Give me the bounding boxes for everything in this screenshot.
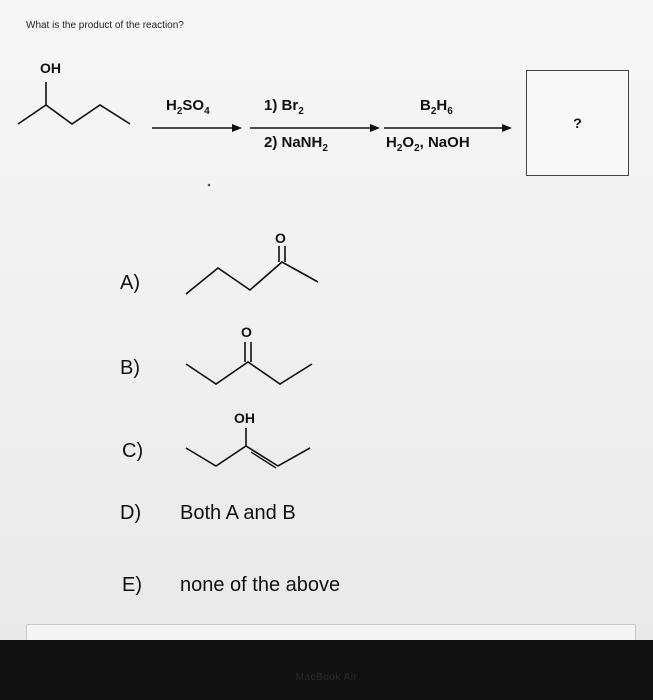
arrow-1-head	[232, 124, 242, 132]
choice-c-double-bond	[250, 451, 277, 469]
reagent-step1: H2SO4	[166, 97, 210, 117]
arrow-3-head	[502, 124, 512, 132]
choice-d-text[interactable]: Both A and B	[180, 502, 296, 524]
reagent-step2-line2: 2) NaNH2	[264, 134, 328, 154]
device-label: MacBook Air	[295, 672, 358, 683]
laptop-bezel	[0, 640, 653, 700]
reaction-scheme	[17, 104, 512, 469]
question-text: What is the product of the reaction?	[26, 20, 184, 31]
reagent-step2-line1: 1) Br2	[264, 97, 304, 117]
choice-a-letter[interactable]: A)	[120, 272, 140, 294]
choice-b-bonds	[185, 361, 313, 385]
start-oh-label: OH	[40, 60, 61, 76]
choice-c-letter[interactable]: C)	[122, 440, 144, 462]
choice-b-oxygen-label: O	[241, 324, 252, 340]
choice-a-oxygen-label: O	[275, 230, 286, 246]
arrow-2-head	[370, 124, 380, 132]
screen-speck	[207, 183, 211, 187]
choice-e-letter[interactable]: E)	[122, 574, 142, 596]
product-placeholder: ?	[573, 115, 582, 131]
quiz-screen: What is the product of the reaction? OH …	[0, 0, 653, 643]
reagent-step3-line2: H2O2, NaOH	[386, 134, 470, 154]
choice-c-oh-label: OH	[234, 410, 255, 426]
reagent-step3-line1: B2H6	[420, 97, 453, 117]
choice-a-bonds	[185, 261, 319, 295]
choice-e-text[interactable]: none of the above	[180, 574, 341, 596]
start-molecule-bonds	[17, 104, 131, 125]
choice-c-bonds	[185, 445, 311, 467]
next-panel-edge	[26, 624, 636, 643]
choice-d-letter[interactable]: D)	[120, 502, 142, 524]
product-answer-box: ?	[526, 70, 629, 176]
choice-b-letter[interactable]: B)	[120, 357, 140, 379]
